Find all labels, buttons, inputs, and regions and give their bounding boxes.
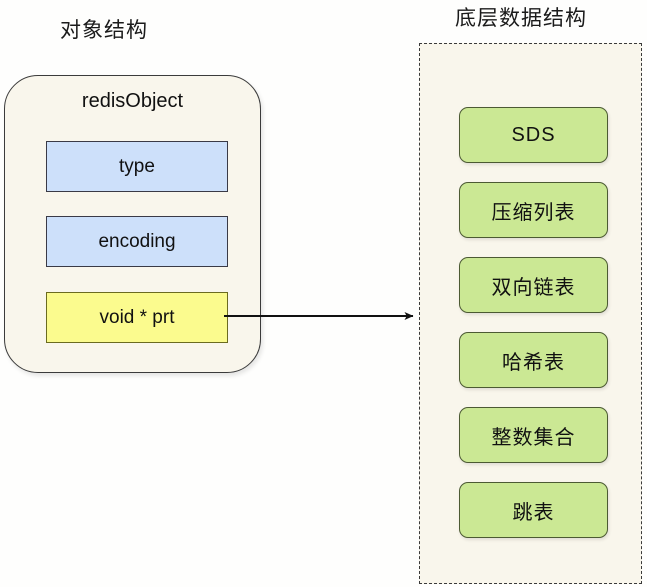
field-label: type: [119, 155, 155, 177]
structures-panel: SDS 压缩列表 双向链表 哈希表 整数集合 跳表: [419, 43, 642, 584]
structure-box-hashtable: 哈希表: [459, 332, 608, 388]
structure-label: 跳表: [512, 501, 555, 524]
structure-label: 整数集合: [491, 426, 576, 449]
object-structure-title: 对象结构: [60, 19, 148, 42]
field-box-type: type: [46, 141, 228, 192]
structure-box-ziplist: 压缩列表: [459, 182, 608, 238]
structure-label: 双向链表: [491, 276, 576, 299]
redis-object-card: redisObject type encoding void * prt: [4, 75, 261, 373]
field-label: encoding: [98, 230, 176, 252]
structure-label: SDS: [511, 123, 556, 146]
structure-box-intset: 整数集合: [459, 407, 608, 463]
structure-label: 哈希表: [502, 351, 565, 374]
structure-box-linkedlist: 双向链表: [459, 257, 608, 313]
redis-object-card-title: redisObject: [81, 90, 184, 112]
field-label: void * prt: [99, 306, 175, 328]
field-box-void-ptr: void * prt: [46, 292, 228, 343]
structure-box-skiplist: 跳表: [459, 482, 608, 538]
structure-label: 压缩列表: [491, 201, 576, 224]
field-box-encoding: encoding: [46, 216, 228, 267]
structure-box-sds: SDS: [459, 107, 608, 163]
pointer-arrow-icon: [224, 312, 414, 320]
underlying-data-structure-title: 底层数据结构: [455, 7, 587, 30]
